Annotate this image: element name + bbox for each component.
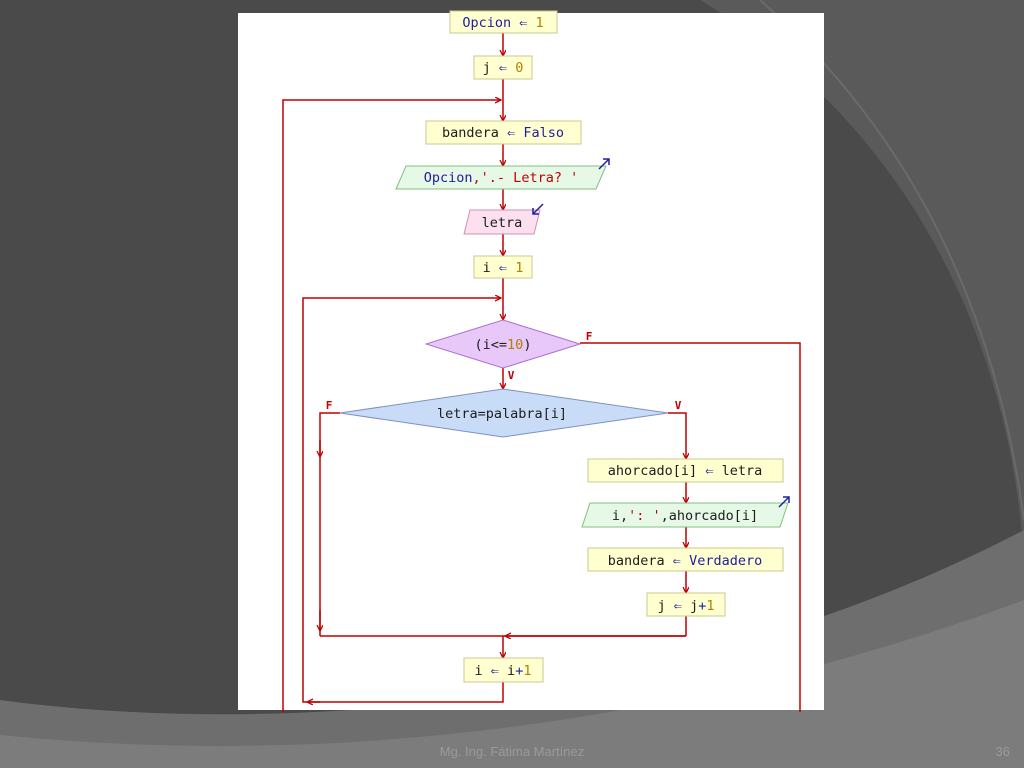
process-box	[587, 458, 784, 483]
slide-number: 36	[995, 744, 1010, 759]
edge-label-letra-true: V	[675, 399, 682, 412]
output-arrow-icon	[598, 158, 610, 170]
decision-diamond	[339, 388, 669, 438]
decision-diamond	[424, 319, 582, 369]
connector	[302, 298, 504, 703]
set-bandera-falso-text: bandera ⇐ Falso	[442, 125, 564, 141]
process-box	[473, 55, 533, 80]
output-prompt-text: Opcion,'.- Letra? '	[424, 170, 578, 186]
set-bandera-verdadero-text: bandera ⇐ Verdadero	[608, 553, 762, 569]
process-box	[587, 547, 784, 572]
process-box	[646, 592, 726, 617]
output-ahorcado-text: i,': ',ahorcado[i]	[612, 508, 758, 524]
incr-j-text: j ⇐ j+1	[658, 598, 715, 614]
edge-label-loop-true: V	[508, 369, 515, 382]
process-box	[463, 657, 544, 683]
input-letra-text: letra	[482, 215, 523, 231]
cond-loop-text: (i<=10)	[475, 337, 532, 353]
connector	[580, 342, 801, 712]
output-arrow-icon	[778, 496, 790, 508]
input-arrow-icon	[532, 203, 544, 215]
process-box	[449, 10, 558, 34]
output-parallelogram	[581, 502, 789, 528]
connector	[668, 412, 686, 459]
init-opcion-text: Opcion ⇐ 1	[462, 15, 543, 31]
process-box	[473, 255, 533, 279]
connector	[282, 100, 501, 712]
process-box	[425, 120, 582, 145]
init-i-text: i ⇐ 1	[483, 260, 524, 276]
cond-letra-text: letra=palabra[i]	[437, 406, 567, 422]
footer-author: Mg. Ing. Fátima Martínez	[439, 744, 585, 759]
edge-label-letra-false: F	[326, 399, 333, 412]
flow-connectors	[282, 33, 801, 712]
output-parallelogram	[395, 165, 607, 190]
incr-i-text: i ⇐ i+1	[475, 663, 532, 679]
flow-shapes	[339, 10, 789, 683]
edge-label-loop-false: F	[586, 330, 593, 343]
connector	[319, 412, 340, 636]
io-markers	[532, 158, 790, 508]
input-parallelogram	[463, 209, 541, 235]
set-ahorcado-text: ahorcado[i] ⇐ letra	[608, 463, 762, 479]
init-j-text: j ⇐ 0	[483, 60, 524, 76]
